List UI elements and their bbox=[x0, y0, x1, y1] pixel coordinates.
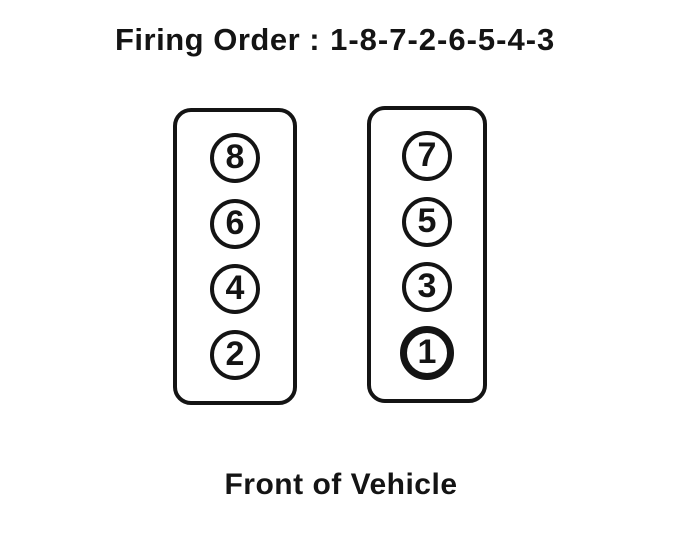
cylinder-8: 8 bbox=[210, 133, 260, 183]
cylinder-1: 1 bbox=[400, 325, 454, 380]
front-of-vehicle-label: Front of Vehicle bbox=[224, 468, 458, 501]
cylinder-6: 6 bbox=[210, 198, 260, 249]
page-title: Firing Order : 1-8-7-2-6-5-4-3 bbox=[115, 22, 555, 58]
cylinder-3: 3 bbox=[402, 262, 452, 313]
cylinder-4: 4 bbox=[210, 264, 260, 315]
firing-order-label: Firing Order : bbox=[115, 22, 321, 57]
cylinder-2: 2 bbox=[210, 329, 260, 380]
cylinder-bank-right: 7 5 3 1 bbox=[367, 106, 487, 403]
cylinder-7: 7 bbox=[402, 131, 452, 181]
firing-order-sequence: 1-8-7-2-6-5-4-3 bbox=[330, 22, 556, 57]
cylinder-bank-left: 8 6 4 2 bbox=[173, 108, 297, 405]
cylinder-5: 5 bbox=[402, 196, 452, 247]
